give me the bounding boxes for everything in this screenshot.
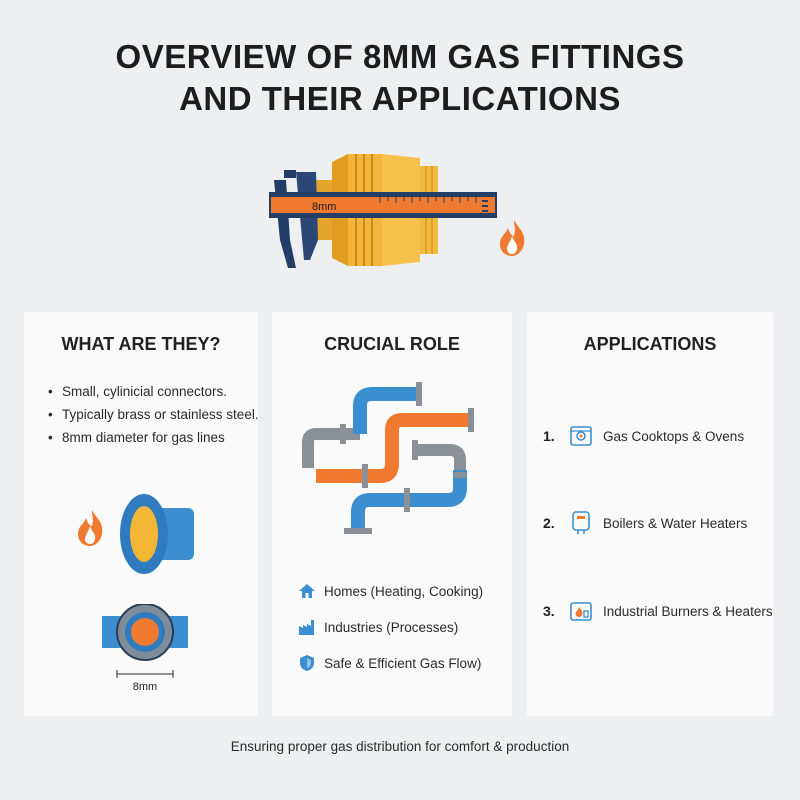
fitting-cross-section: 8mm [102,604,188,693]
bullet-list: Small, cylinicial connectors. Typically … [48,380,259,449]
hero-illustration: 8mm [260,140,550,280]
app-label: Gas Cooktops & Ovens [603,428,745,444]
card-what-are-they: WHAT ARE THEY? Small, cylinicial connect… [24,312,259,716]
flame-icon [500,220,525,256]
pipe-network-illustration [302,382,474,534]
title-line-1: OVERVIEW OF 8MM GAS FITTINGS [115,38,685,75]
shield-icon [300,655,314,671]
card-heading: WHAT ARE THEY? [61,334,221,354]
app-item-burners: 3. Industrial Burners & Heaters [543,599,773,623]
cooktop-icon [570,426,592,446]
boiler-icon [572,511,590,534]
factory-icon [299,620,314,635]
hero-svg: 8mm [269,154,525,268]
bullet-item: 8mm diameter for gas lines [48,426,259,449]
caliper-icon: 8mm [269,170,497,268]
app-item-cooktops: 1. Gas Cooktops & Ovens [543,424,744,448]
role-label: Homes (Heating, Cooking) [324,583,484,599]
app-label: Industrial Burners & Heaters [603,603,773,619]
bullet-item: Typically brass or stainless steel. [48,403,259,426]
role-label: Industries (Processes) [324,619,459,635]
burner-icon [570,602,592,621]
app-item-boilers: 2. Boilers & Water Heaters [543,510,747,536]
role-label: Safe & Efficient Gas Flow) [324,655,482,671]
flame-icon [78,510,103,546]
card-heading: CRUCIAL ROLE [324,334,460,354]
app-number: 3. [543,603,555,619]
title-line-2: AND THEIR APPLICATIONS [179,80,621,117]
app-number: 1. [543,428,555,444]
fitting-side-view [78,494,194,574]
role-item-industries: Industries (Processes) [298,616,483,638]
cross-section-label: 8mm [133,681,157,693]
role-item-homes: Homes (Heating, Cooking) [298,580,483,602]
page-title: OVERVIEW OF 8MM GAS FITTINGS AND THEIR A… [0,36,800,120]
app-number: 2. [543,515,555,531]
app-label: Boilers & Water Heaters [603,515,748,531]
card-applications: APPLICATIONS 1. Gas Cooktops & Ovens 2. … [527,312,773,716]
house-icon [299,584,315,598]
role-item-safety: Safe & Efficient Gas Flow) [298,652,483,674]
footer-caption: Ensuring proper gas distribution for com… [230,739,570,754]
card-crucial-role: CRUCIAL ROLE Homes (Heating, C [272,312,512,716]
card-heading: APPLICATIONS [583,334,717,354]
role-list: Homes (Heating, Cooking) Industries (Pro… [298,580,483,688]
bullet-item: Small, cylinicial connectors. [48,380,259,403]
caliper-label: 8mm [312,201,336,213]
